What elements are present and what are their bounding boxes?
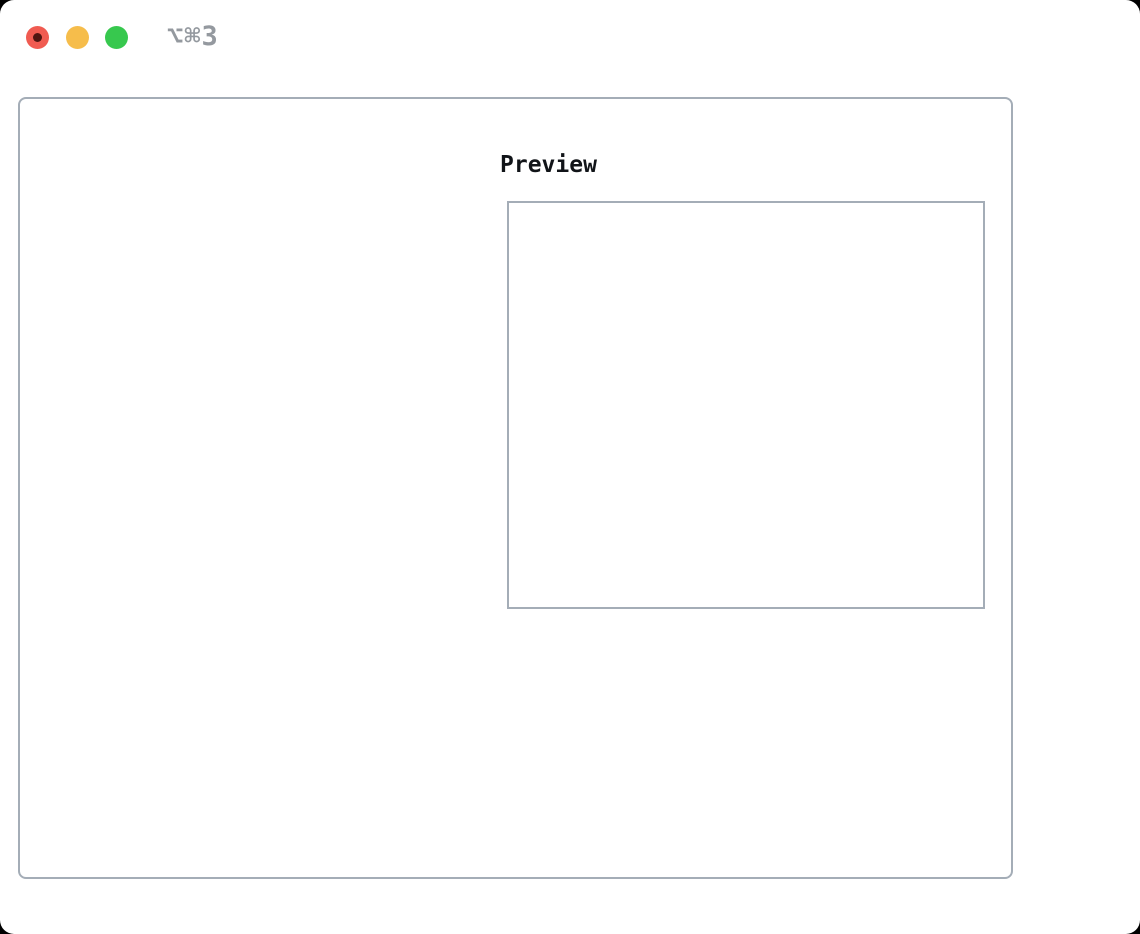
code-preview bbox=[509, 203, 983, 251]
titlebar: ⌥⌘3 bbox=[0, 0, 1140, 74]
zoom-button[interactable] bbox=[105, 26, 128, 49]
theme-picker-panel: Preview bbox=[18, 97, 1013, 879]
minimize-button[interactable] bbox=[66, 26, 89, 49]
preview-box bbox=[507, 201, 985, 609]
close-button[interactable] bbox=[26, 26, 49, 49]
preview-header: Preview bbox=[500, 152, 597, 178]
window-title: ⌥⌘3 bbox=[167, 21, 219, 52]
